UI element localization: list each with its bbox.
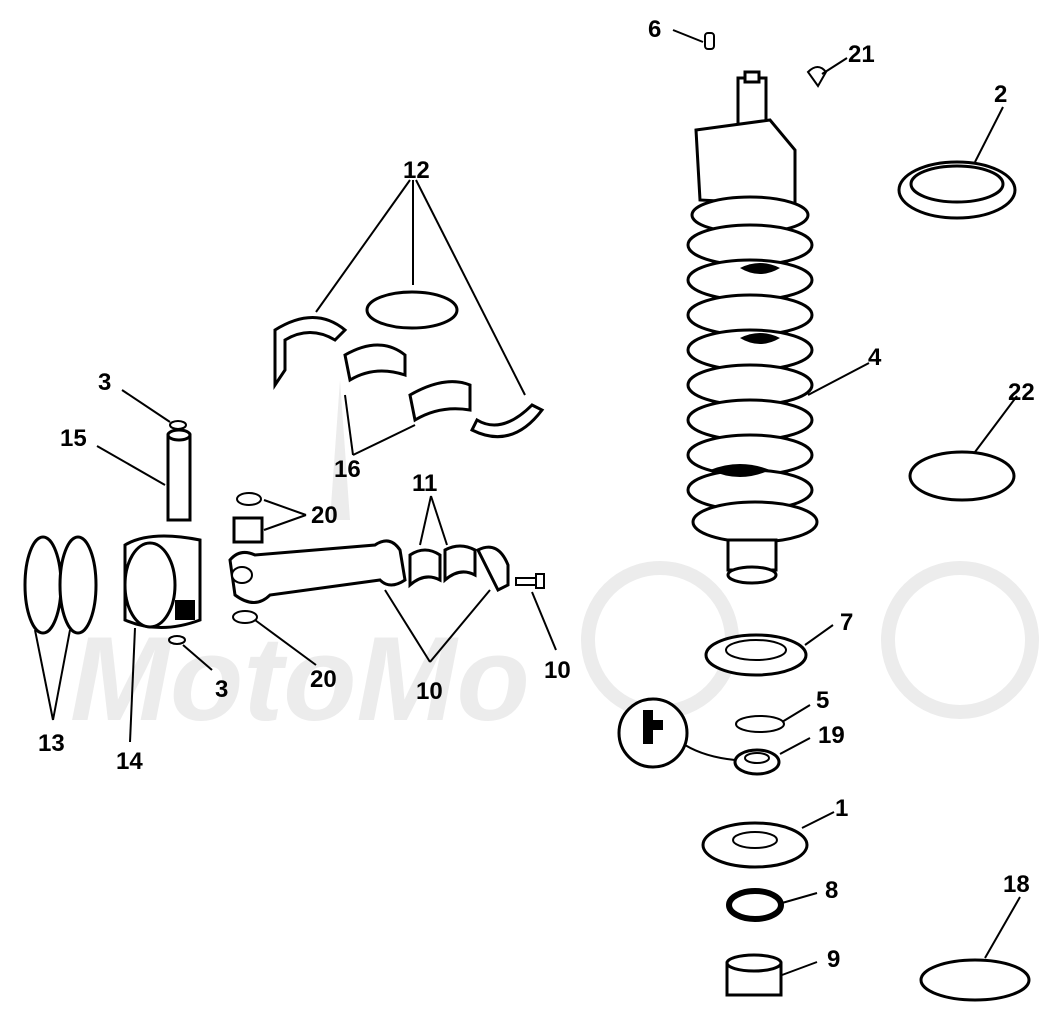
callout-6: 7 bbox=[840, 609, 853, 636]
callout-20-bottom: 20 bbox=[310, 666, 337, 693]
callout-15: 14 bbox=[116, 748, 143, 775]
connecting-rod bbox=[228, 539, 407, 604]
leader-lines bbox=[34, 29, 1021, 976]
callout-8: 8 bbox=[825, 877, 838, 904]
callout-3-bottom: 3 bbox=[215, 676, 228, 703]
callout-19: 19 bbox=[818, 722, 845, 749]
wrist-pin-bearing-20 bbox=[232, 492, 264, 624]
bearing-6 bbox=[704, 633, 808, 677]
seal-8 bbox=[726, 888, 784, 922]
crankshaft bbox=[686, 70, 819, 585]
callout-11: 10 bbox=[544, 657, 571, 684]
bolt-11 bbox=[515, 573, 545, 589]
piston-pin-16 bbox=[166, 428, 192, 522]
piston-15 bbox=[123, 534, 202, 629]
callout-12: 11 bbox=[412, 470, 437, 497]
callout-17: 16 bbox=[334, 456, 361, 483]
o-ring-22 bbox=[908, 450, 1016, 502]
callout-7: 6 bbox=[648, 16, 661, 43]
o-ring-18 bbox=[919, 958, 1031, 1002]
callout-20-top: 20 bbox=[311, 502, 338, 529]
callout-16: 15 bbox=[60, 425, 87, 452]
callout-4: 4 bbox=[868, 344, 882, 371]
callout-22: 22 bbox=[1008, 379, 1035, 406]
callout-9: 9 bbox=[827, 946, 840, 973]
callout-1: 1 bbox=[835, 795, 848, 822]
clip-3-upper bbox=[169, 420, 187, 430]
callout-3-top: 3 bbox=[98, 369, 111, 396]
callout-labels: 6 21 2 12 4 3 22 15 16 11 20 7 10 20 3 1… bbox=[38, 16, 1035, 973]
seal-ring-2 bbox=[897, 160, 1017, 220]
rod-cap-10 bbox=[475, 545, 510, 593]
key-21 bbox=[806, 66, 828, 88]
callout-10: 10 bbox=[416, 678, 443, 705]
piston-rings-14 bbox=[23, 535, 98, 635]
bearing-races-13 bbox=[273, 290, 545, 439]
callout-2: 2 bbox=[994, 81, 1007, 108]
callout-13: 12 bbox=[403, 157, 430, 184]
callout-5: 5 bbox=[816, 687, 829, 714]
watermark-text: MotoMo bbox=[70, 612, 530, 746]
callout-21: 21 bbox=[848, 41, 875, 68]
clip-3-lower bbox=[168, 635, 186, 645]
sleeve-9 bbox=[725, 953, 783, 997]
retaining-ring-5 bbox=[735, 715, 785, 733]
needle-bearings-17 bbox=[343, 343, 472, 423]
callout-14: 13 bbox=[38, 730, 65, 757]
pin-7 bbox=[704, 32, 715, 50]
retainer-1 bbox=[701, 821, 809, 869]
seal-19 bbox=[617, 697, 781, 776]
bearing-halves-12 bbox=[408, 544, 477, 589]
callout-18: 18 bbox=[1003, 871, 1030, 898]
